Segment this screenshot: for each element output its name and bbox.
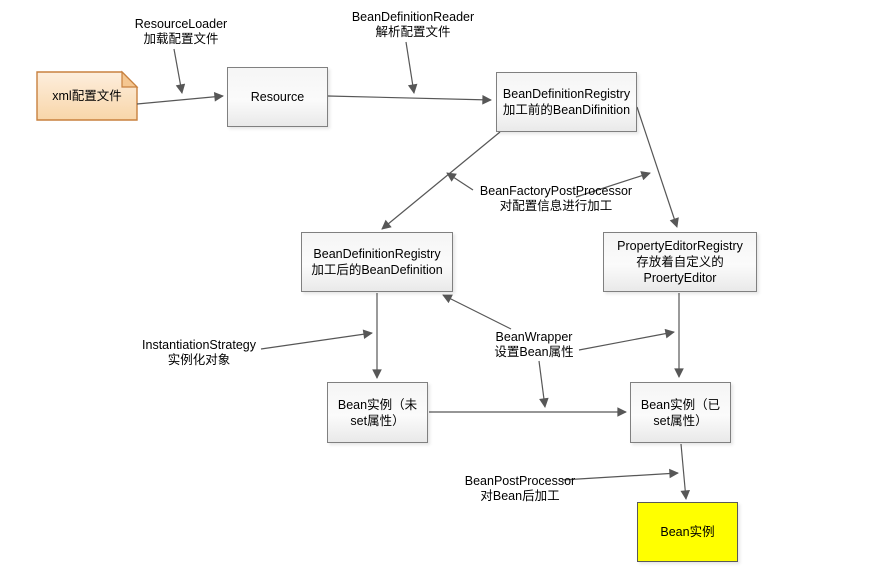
xml-config-doc-fold — [121, 70, 139, 88]
arrow-xml-to-resource — [136, 92, 224, 105]
node-bean-definition-registry-before: BeanDefinitionRegistry 加工前的BeanDifinitio… — [496, 72, 637, 132]
annotation-resource-loader: ResourceLoader 加载配置文件 — [101, 17, 261, 47]
node-bean-instance-final-label: Bean实例 — [660, 525, 715, 539]
node-bean-instance-unset: Bean实例（未 set属性） — [327, 382, 428, 443]
node-resource: Resource — [227, 67, 328, 127]
annotation-resource-loader-line1: ResourceLoader — [134, 17, 228, 31]
annotation-bean-post-processor-line1: BeanPostProcessor — [464, 474, 576, 488]
node-xml-config-file: xml配置文件 — [37, 72, 137, 120]
node-bean-instance-set-line2: set属性） — [653, 413, 708, 428]
node-xml-config-file-label: xml配置文件 — [52, 89, 122, 103]
arrow-bfpp-label-right — [575, 171, 651, 198]
node-property-editor-line3: ProertyEditor — [643, 271, 717, 285]
node-registry-before-line2: 加工前的BeanDifinition — [502, 103, 631, 117]
node-registry-after-line2: 加工后的BeanDefinition — [311, 263, 443, 277]
arrow-beanwrapper-label-down — [538, 360, 549, 408]
annotation-instantiation-strategy: InstantiationStrategy 实例化对象 — [119, 338, 279, 368]
node-property-editor-line1: PropertyEditorRegistry — [617, 239, 743, 253]
annotation-bean-factory-post-processor: BeanFactoryPostProcessor 对配置信息进行加工 — [466, 184, 646, 214]
arrow-resource-loader-label — [173, 48, 186, 94]
arrow-bfpp-label-left — [446, 172, 474, 191]
arrow-beanwrapper-label-right — [578, 328, 675, 351]
annotation-bean-definition-reader-line2: 解析配置文件 — [375, 25, 451, 39]
node-bean-instance-set-line1: Bean实例（已 — [640, 397, 721, 412]
annotation-instantiation-strategy-line2: 实例化对象 — [167, 353, 231, 367]
annotation-bean-wrapper-line2: 设置Bean属性 — [494, 345, 574, 359]
arrow-resource-to-registry-before — [327, 94, 492, 105]
node-resource-label: Resource — [250, 90, 305, 104]
arrow-registry-before-to-registry-after — [381, 131, 501, 230]
annotation-bfpp-line1: BeanFactoryPostProcessor — [479, 184, 633, 198]
annotation-bean-post-processor-line2: 对Bean后加工 — [480, 489, 560, 503]
node-registry-before-line1: BeanDefinitionRegistry — [502, 87, 631, 101]
arrow-instantiation-strategy-label — [260, 329, 373, 350]
node-registry-after-line1: BeanDefinitionRegistry — [313, 247, 441, 261]
node-property-editor-registry: PropertyEditorRegistry 存放着自定义的 ProertyEd… — [603, 232, 757, 292]
annotation-bean-post-processor: BeanPostProcessor 对Bean后加工 — [440, 474, 600, 504]
annotation-bean-definition-reader-line1: BeanDefinitionReader — [351, 10, 475, 24]
arrow-bean-definition-reader-label — [405, 41, 418, 94]
annotation-bfpp-line2: 对配置信息进行加工 — [499, 199, 613, 213]
annotation-instantiation-strategy-line1: InstantiationStrategy — [142, 338, 256, 352]
annotation-bean-wrapper: BeanWrapper 设置Bean属性 — [454, 330, 614, 360]
node-bean-instance-unset-line2: set属性） — [350, 413, 405, 428]
arrow-beanwrapper-label-upleft — [442, 294, 512, 330]
node-bean-definition-registry-after: BeanDefinitionRegistry 加工后的BeanDefinitio… — [301, 232, 453, 292]
annotation-bean-definition-reader: BeanDefinitionReader 解析配置文件 — [333, 10, 493, 40]
node-bean-instance-set: Bean实例（已 set属性） — [630, 382, 731, 443]
annotation-bean-wrapper-line1: BeanWrapper — [495, 330, 573, 344]
node-bean-instance-final: Bean实例 — [637, 502, 738, 562]
arrow-registry-before-to-property-editor — [636, 106, 679, 228]
annotation-resource-loader-line2: 加载配置文件 — [143, 32, 219, 46]
node-bean-instance-unset-line1: Bean实例（未 — [337, 397, 418, 412]
arrow-bean-post-processor-label — [561, 468, 679, 481]
arrow-bean-set-to-bean-final — [680, 443, 690, 500]
node-property-editor-line2: 存放着自定义的 — [636, 255, 724, 269]
